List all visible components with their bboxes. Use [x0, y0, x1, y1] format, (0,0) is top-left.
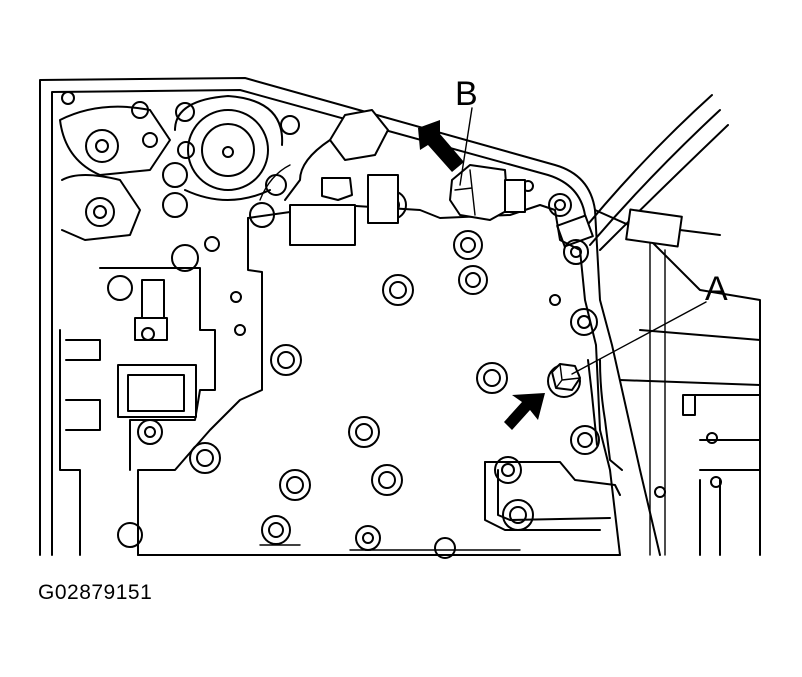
part-a-bolt — [547, 363, 581, 398]
bolt — [279, 469, 311, 501]
solenoid-connectors — [289, 174, 399, 246]
arrow-to-b — [418, 120, 464, 172]
bolt — [570, 308, 598, 336]
arrow-to-a — [504, 393, 545, 430]
bolt — [548, 193, 572, 217]
bolt — [117, 522, 143, 548]
bolt — [502, 499, 534, 531]
transmission-case — [39, 77, 761, 556]
callout-label-b: B — [455, 75, 478, 113]
bolt — [261, 515, 291, 545]
valve-body-plate — [137, 204, 623, 556]
bolt — [570, 425, 600, 455]
figure-code: G02879151 — [38, 581, 153, 604]
bolt — [494, 456, 522, 484]
leader-line-b — [459, 107, 473, 186]
wire-harness — [556, 94, 729, 251]
callout-label-a: A — [705, 270, 728, 308]
part-b-connector — [449, 164, 526, 221]
bolt — [563, 239, 589, 265]
leader-line-a — [571, 301, 707, 375]
bolt — [476, 362, 508, 394]
bolt — [270, 344, 302, 376]
bolt — [458, 265, 488, 295]
bolt — [355, 525, 381, 551]
bolt — [371, 464, 403, 496]
upper-valve-region — [59, 91, 389, 241]
bolt — [382, 274, 414, 306]
bolt — [453, 230, 483, 260]
valve-body-bolts — [117, 180, 600, 559]
left-valve-blocks — [59, 236, 246, 556]
bolt — [434, 537, 456, 559]
bottom-base — [137, 544, 621, 556]
bolt — [189, 442, 221, 474]
bolt — [348, 416, 380, 448]
